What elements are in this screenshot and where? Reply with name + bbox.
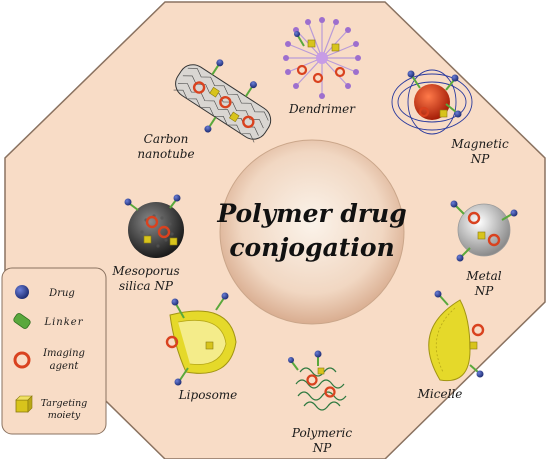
dendrimer-illustration: [283, 17, 361, 99]
metal-np-illustration: [450, 200, 518, 262]
legend-box: [1, 267, 107, 435]
metal-np-label-2: NP: [474, 284, 495, 298]
liposome-illustration: [165, 292, 237, 386]
legend: Drug Linker Imaging agent Targeting moie…: [1, 267, 107, 435]
center-title-line1: Polymer drug: [216, 199, 406, 228]
mesoporous-silica-np-illustration: [124, 194, 184, 258]
metal-np-label-1: Metal: [465, 269, 501, 283]
carbon-nanotube-label-2: nanotube: [137, 147, 194, 161]
mesoporous-label-2: silica NP: [119, 279, 174, 293]
carbon-nanotube-label-1: Carbon: [144, 132, 189, 146]
drug-icon: [15, 285, 29, 299]
legend-linker-label: Linker: [43, 317, 83, 328]
micelle-label: Micelle: [417, 387, 463, 401]
magnetic-np-label-2: NP: [470, 152, 491, 166]
polymeric-np-label-2: NP: [312, 441, 333, 455]
dendrimer-label: Dendrimer: [288, 102, 356, 116]
legend-targeting-label-1: Targeting: [41, 398, 88, 409]
legend-imaging-label-1: Imaging: [42, 348, 85, 359]
polymeric-np-illustration: [288, 350, 347, 411]
polymeric-np-label-1: Polymeric: [291, 426, 352, 440]
linker-icon: [13, 313, 31, 329]
carbon-nanotube-illustration: [173, 59, 272, 143]
legend-imaging-label-2: agent: [50, 361, 80, 372]
mesoporous-label-1: Mesoporus: [111, 264, 179, 278]
legend-targeting-label-2: moiety: [48, 410, 81, 421]
imaging-agent-icon: [13, 351, 31, 369]
targeting-moiety-icon: [15, 395, 33, 413]
magnetic-np-illustration: [391, 69, 473, 135]
magnetic-np-label-1: Magnetic: [450, 137, 509, 151]
micelle-illustration: [428, 290, 485, 382]
legend-drug-label: Drug: [48, 288, 75, 299]
center-title-line2: conjogation: [229, 233, 394, 262]
liposome-label: Liposome: [178, 388, 238, 402]
center-circle: [219, 139, 405, 325]
